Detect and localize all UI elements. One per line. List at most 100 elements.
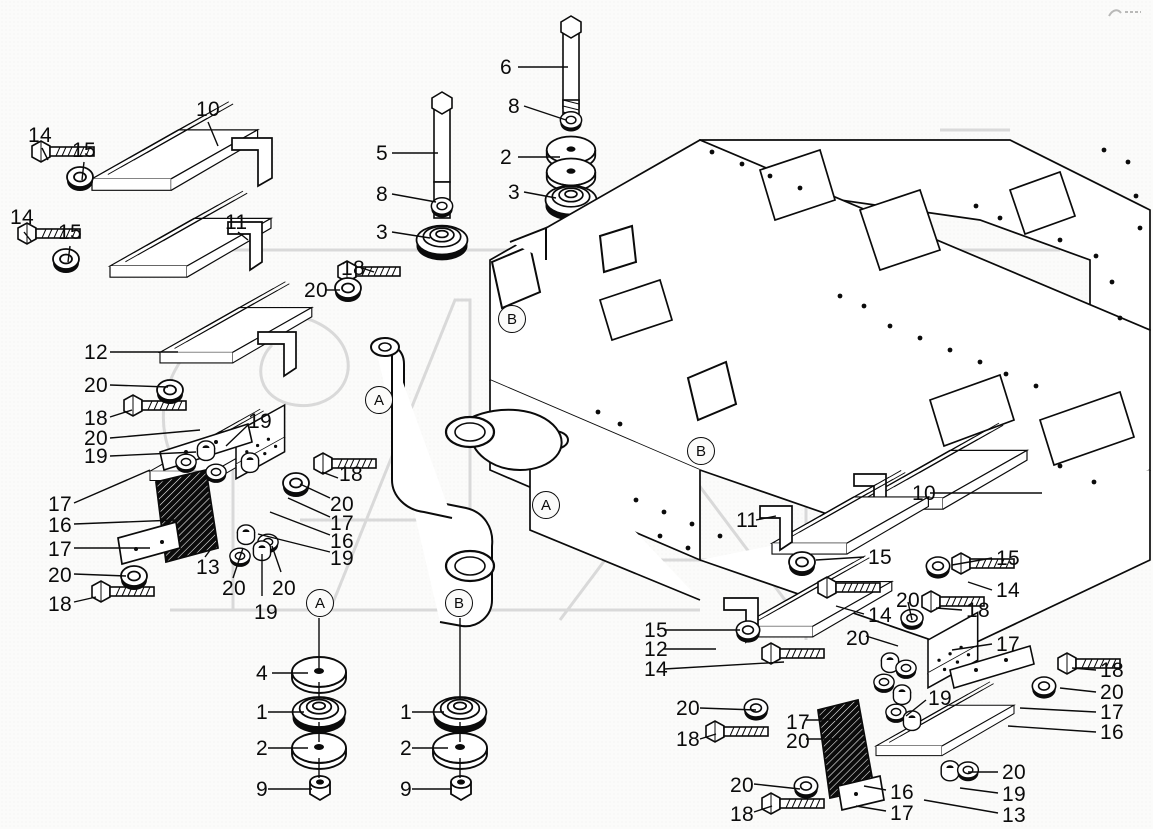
- callout-number: 1: [400, 701, 412, 724]
- leader-line: [67, 245, 71, 263]
- callout-number: 17: [890, 802, 914, 825]
- callout-number: 12: [644, 638, 668, 661]
- callout-number: 18: [339, 463, 363, 486]
- callout-number: 15: [644, 619, 668, 642]
- leader-line: [109, 451, 197, 457]
- callout-number: 17: [786, 711, 810, 734]
- leader-line: [1059, 687, 1097, 693]
- leader-line: [1071, 667, 1097, 671]
- callout-number: 20: [222, 577, 246, 600]
- leader-line: [257, 533, 331, 553]
- leader-line: [321, 471, 339, 479]
- leader-line: [1007, 725, 1097, 733]
- leader-line: [815, 556, 865, 561]
- leader-line: [73, 596, 97, 603]
- leader-line: [299, 483, 331, 499]
- leader-line: [204, 544, 215, 558]
- callout-number: 20: [846, 627, 870, 650]
- callout-number: 20: [676, 697, 700, 720]
- callout-number: 10: [196, 98, 220, 121]
- callout-number: 19: [248, 410, 272, 433]
- upper-buffer-column-left: [415, 91, 469, 262]
- buffer-stack-b: [432, 618, 488, 802]
- leader-line: [755, 515, 777, 521]
- callout-number: 8: [508, 95, 520, 118]
- callout-number: 20: [304, 279, 328, 302]
- callout-number: 19: [84, 445, 108, 468]
- leader-line: [523, 191, 557, 199]
- callout-number: 18: [730, 803, 754, 826]
- callout-number: 19: [254, 601, 278, 624]
- leader-line: [207, 121, 219, 147]
- callout-number: 2: [256, 737, 268, 760]
- callout-number: 19: [330, 547, 354, 570]
- leader-line: [271, 545, 282, 573]
- callout-number: 17: [1100, 701, 1124, 724]
- callout-number: 3: [508, 181, 520, 204]
- leader-line: [73, 573, 127, 577]
- callout-number: 14: [868, 604, 892, 627]
- callout-number: 10: [912, 482, 936, 505]
- leader-line: [855, 805, 887, 812]
- left-step-assembly: [91, 101, 313, 481]
- callout-number: 16: [330, 530, 354, 553]
- leader-line: [905, 699, 927, 717]
- callout-number: 16: [890, 781, 914, 804]
- callout-number: 20: [48, 564, 72, 587]
- leader-line: [523, 105, 567, 121]
- leader-line: [753, 783, 801, 790]
- leader-line: [391, 193, 437, 203]
- callout-number: 20: [84, 427, 108, 450]
- leader-line: [232, 547, 244, 579]
- chassis-holes: [595, 147, 1143, 551]
- leader-line: [951, 557, 993, 566]
- leader-line: [753, 805, 773, 813]
- callout-number: 14: [10, 206, 34, 229]
- leader-line: [109, 429, 201, 439]
- leader-line: [41, 147, 49, 161]
- leader-line: [863, 785, 887, 791]
- callout-number: 20: [786, 730, 810, 753]
- leader-line: [73, 519, 177, 525]
- callout-number: 3: [376, 221, 388, 244]
- leader-line: [663, 661, 785, 670]
- buffer-stack-a: [291, 618, 347, 802]
- callout-number: 14: [28, 124, 52, 147]
- callout-number: 13: [1002, 804, 1026, 827]
- callout-number: 20: [330, 493, 354, 516]
- callout-number: 19: [928, 687, 952, 710]
- chassis-frame: [489, 139, 1151, 651]
- leader-line: [699, 733, 717, 740]
- leader-line: [73, 469, 151, 504]
- callout-number: 17: [996, 633, 1020, 656]
- callout-number: 18: [676, 728, 700, 751]
- callout-number: 18: [84, 407, 108, 430]
- callout-number: 15: [868, 546, 892, 569]
- section-tag: B: [498, 305, 526, 333]
- callout-number: 6: [500, 56, 512, 79]
- callout-number: 16: [1100, 721, 1124, 744]
- callout-number: 4: [256, 662, 268, 685]
- callout-number: 20: [896, 589, 920, 612]
- leader-line: [951, 643, 993, 651]
- leader-line: [361, 267, 375, 273]
- callout-number: 18: [341, 257, 365, 280]
- leader-line: [81, 161, 85, 181]
- callout-number: 2: [400, 737, 412, 760]
- leader-line: [699, 707, 757, 711]
- callout-number: 20: [730, 774, 754, 797]
- section-tag: A: [306, 589, 334, 617]
- callout-number: 18: [48, 593, 72, 616]
- callout-number: 9: [400, 778, 412, 801]
- callout-number: 15: [58, 221, 82, 244]
- callout-number: 2: [500, 146, 512, 169]
- leader-line: [109, 384, 169, 388]
- leader-line: [287, 497, 331, 518]
- callout-number: 1: [256, 701, 268, 724]
- leader-line: [237, 231, 249, 241]
- callout-number: 17: [48, 538, 72, 561]
- leader-line: [1019, 707, 1097, 713]
- section-tag: A: [532, 491, 560, 519]
